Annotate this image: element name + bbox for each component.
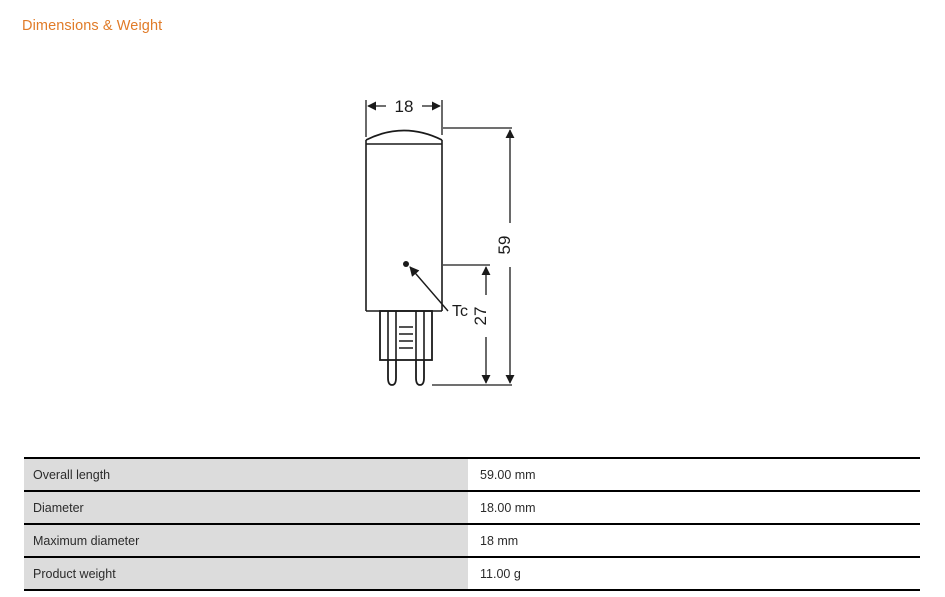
table-row: Diameter 18.00 mm <box>24 490 920 523</box>
table-cell-value: 18.00 mm <box>468 492 920 523</box>
g9-base <box>379 310 433 386</box>
dimension-diameter-18 <box>365 100 443 137</box>
dimension-label-base-length: 27 <box>471 307 490 326</box>
table-row: Overall length 59.00 mm <box>24 457 920 490</box>
tc-leader-line <box>409 266 449 312</box>
table-cell-label: Diameter <box>24 492 468 523</box>
lamp-drawing-container: 18 59 27 Tc <box>0 55 945 415</box>
dimension-overall-length-59 <box>432 127 515 386</box>
table-cell-label: Overall length <box>24 459 468 490</box>
tc-label: Tc <box>452 303 468 320</box>
lamp-envelope-outline <box>365 129 443 312</box>
table-row: Product weight 11.00 g <box>24 556 920 591</box>
dimension-label-diameter: 18 <box>395 97 414 116</box>
lamp-dimension-drawing: 18 59 27 Tc <box>365 97 515 386</box>
page-title: Dimensions & Weight <box>22 18 163 34</box>
table-cell-label: Product weight <box>24 558 468 589</box>
dimension-base-27 <box>443 264 491 384</box>
table-cell-value: 11.00 g <box>468 558 920 589</box>
dimension-label-overall-length: 59 <box>495 236 514 255</box>
table-cell-value: 18 mm <box>468 525 920 556</box>
tc-point-marker <box>403 261 409 267</box>
dimensions-weight-table: Overall length 59.00 mm Diameter 18.00 m… <box>24 457 920 591</box>
table-cell-label: Maximum diameter <box>24 525 468 556</box>
table-cell-value: 59.00 mm <box>468 459 920 490</box>
table-row: Maximum diameter 18 mm <box>24 523 920 556</box>
